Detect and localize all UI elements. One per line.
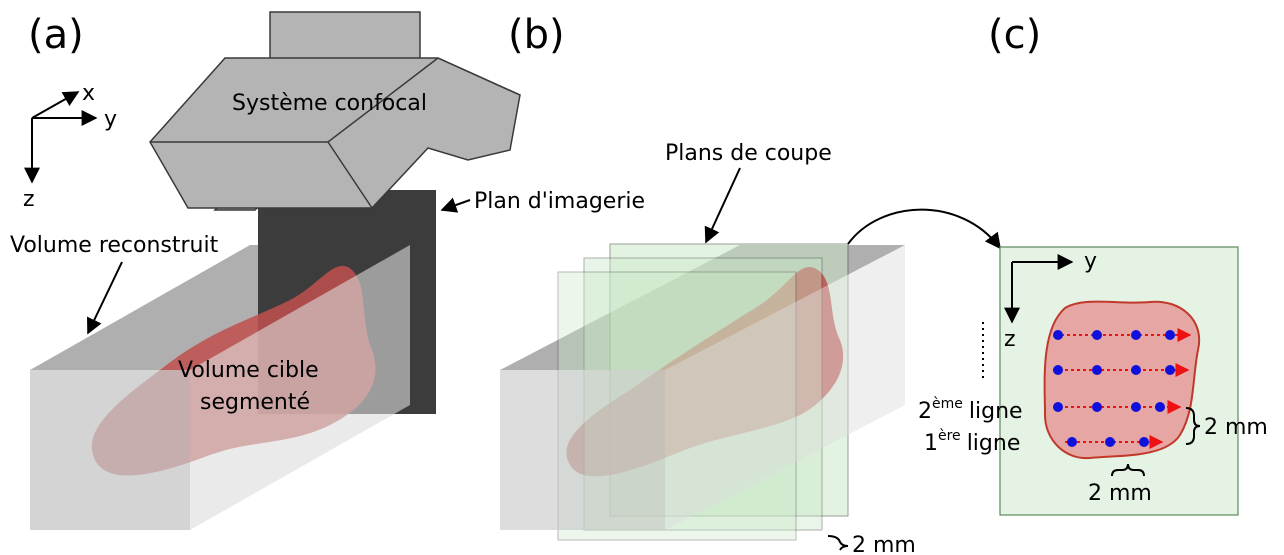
second-line-label: 2ème ligne xyxy=(918,396,1023,424)
confocal-label: Système confocal xyxy=(232,91,427,116)
panel-a-letter: (a) xyxy=(28,12,84,58)
sample-point xyxy=(1131,365,1141,375)
y-axis-label: y xyxy=(104,107,117,132)
sample-point xyxy=(1053,365,1063,375)
point-spacing-brace xyxy=(1111,463,1145,477)
axes-triad-a: x y z xyxy=(23,81,117,212)
sample-points xyxy=(1053,330,1175,447)
first-line-number: 1 xyxy=(924,431,938,456)
sample-point xyxy=(1053,330,1063,340)
panel-c: (c) y z xyxy=(918,12,1268,516)
volume-front-face-b xyxy=(500,370,665,530)
x-axis-arrow xyxy=(31,91,80,119)
confocal-body xyxy=(149,57,521,209)
z-axis-label: z xyxy=(23,187,35,212)
sample-point xyxy=(1131,330,1141,340)
target-label-line2: segmenté xyxy=(200,390,310,415)
sample-point xyxy=(1131,402,1141,412)
spacing-label-b: 2 mm xyxy=(852,533,916,555)
y-axis-label-c: y xyxy=(1084,249,1097,274)
first-line-sup: ère xyxy=(938,428,961,444)
sample-point xyxy=(1053,402,1063,412)
target-section xyxy=(1043,300,1201,460)
sample-point xyxy=(1105,437,1115,447)
sample-point xyxy=(1092,365,1102,375)
z-axis-label-c: z xyxy=(1004,327,1016,352)
sample-point xyxy=(1165,330,1175,340)
volume-side-face-b xyxy=(665,245,905,530)
panel-a: (a) x y z Système confocal xyxy=(10,11,645,530)
reconstructed-volume-label: Volume reconstruit xyxy=(10,233,219,258)
volume-side-face xyxy=(190,245,410,530)
row-spacing-brace xyxy=(1185,407,1201,445)
first-line-word: ligne xyxy=(967,431,1021,456)
panel-b-letter: (b) xyxy=(508,12,565,58)
cut-planes-arrow xyxy=(704,167,741,244)
second-line-word: ligne xyxy=(969,399,1023,424)
x-axis-label: x xyxy=(82,81,95,106)
confocal-top-cylinder xyxy=(269,11,421,65)
second-line-number: 2 xyxy=(918,399,932,424)
sample-point xyxy=(1139,437,1149,447)
row-spacing-label: 2 mm xyxy=(1204,415,1268,440)
sample-point xyxy=(1067,437,1077,447)
imaging-plane-arrow xyxy=(440,197,471,213)
confocal-edge-side xyxy=(437,57,521,96)
sample-point xyxy=(1165,365,1175,375)
sample-point xyxy=(1092,402,1102,412)
second-line-sup: ème xyxy=(932,396,963,412)
reconstructed-volume-arrow xyxy=(87,261,123,335)
panel-c-letter: (c) xyxy=(988,12,1041,58)
sample-point xyxy=(1092,330,1102,340)
confocal-edge-front xyxy=(327,141,373,209)
sample-point xyxy=(1155,402,1165,412)
cut-planes-label: Plans de coupe xyxy=(665,141,832,166)
zoom-curved-arrow xyxy=(847,208,1001,250)
spacing-brace-b xyxy=(827,535,849,551)
confocal-system: Système confocal xyxy=(149,11,521,211)
point-spacing-label: 2 mm xyxy=(1088,481,1152,506)
first-line-label: 1ère ligne xyxy=(924,428,1020,456)
imaging-plane-label: Plan d'imagerie xyxy=(474,189,645,214)
target-label-line1: Volume cible xyxy=(178,358,319,383)
panel-b: (b) Plans de coupe 2 mm xyxy=(500,12,1001,555)
volume-front-face xyxy=(30,370,190,530)
